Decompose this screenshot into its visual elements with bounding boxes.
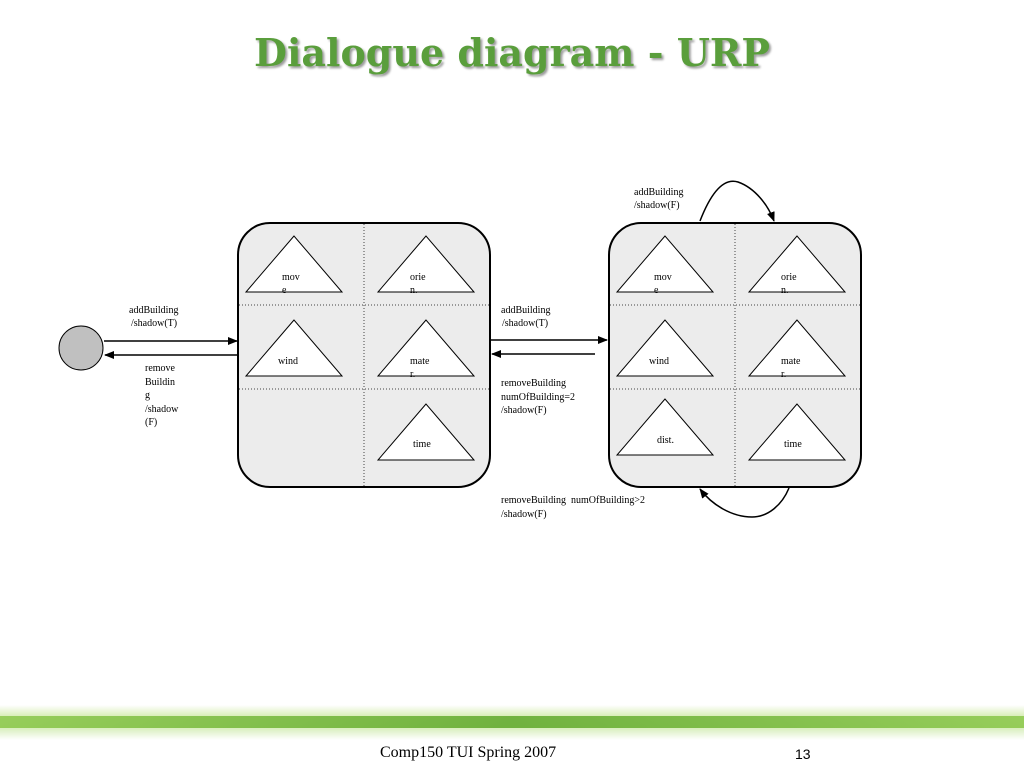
start-state [58,325,104,371]
svg-text:Buildin: Buildin [145,377,175,388]
state-1-time-cell: time [376,403,476,461]
triangle-shape [747,403,847,461]
svg-text:g: g [145,390,150,401]
cell-label: mate [410,356,430,367]
cell-label: mov [654,272,672,283]
cell-label: n. [781,285,789,296]
cell-label: mate [781,356,801,367]
svg-text:/shadow: /shadow [145,404,179,415]
state-2-move-cell: mov e [615,235,715,296]
cell-label: orie [410,272,426,283]
svg-text:/shadow(T): /shadow(T) [502,318,548,329]
svg-text:/shadow(F): /shadow(F) [634,200,680,211]
transition-mid-add-label: addBuilding /shadow(T) [501,305,550,329]
triangle-shape [376,403,476,461]
state-2-mater-cell: mate r. [747,319,847,380]
triangle-shape [244,235,344,293]
svg-text:numOfBuilding=2: numOfBuilding=2 [501,392,575,403]
transition-start-add-label: addBuilding /shadow(T) [129,305,178,329]
cell-label: wind [278,356,298,367]
slide-title: Dialogue diagram - URP [254,30,770,75]
state-2: mov e orie n. wind mate r. dist. time [608,222,862,488]
svg-text:/shadow(F): /shadow(F) [501,509,547,520]
svg-text:/shadow(T): /shadow(T) [131,318,177,329]
triangle-shape [615,235,715,293]
svg-text:remove: remove [145,363,176,374]
cell-label: mov [282,272,300,283]
footer-course: Comp150 TUI Spring 2007 [380,744,557,761]
triangle-shape [376,235,476,293]
svg-text:removeBuilding: removeBuilding [501,378,566,389]
transition-start-remove-label: remove Buildin g /shadow (F) [145,363,179,428]
transition-loop-top-arrow [699,180,775,222]
triangle-shape [376,319,476,377]
cell-label: wind [649,356,669,367]
triangle-shape [615,398,715,456]
cell-label: time [413,439,431,450]
svg-text:/shadow(F): /shadow(F) [501,405,547,416]
cell-label: n. [410,285,418,296]
state-1-mater-cell: mate r. [376,319,476,380]
state-1-move-cell: mov e [244,235,344,296]
transition-loop-bottom-arrow [699,487,790,518]
cell-label: e [654,285,659,296]
state-1: mov e orie n. wind mate r. time [237,222,491,488]
dialogue-diagram: mov e orie n. wind mate r. time mov [58,180,862,520]
state-1-wind-cell: wind [244,319,344,377]
triangle-shape [747,319,847,377]
transition-loop-bottom-label: removeBuilding numOfBuilding>2 /shadow(F… [501,495,645,520]
state-2-time-cell: time [747,403,847,461]
svg-text:addBuilding: addBuilding [129,305,178,316]
state-2-wind-cell: wind [615,319,715,377]
cell-label: time [784,439,802,450]
cell-label: dist. [657,435,674,446]
transition-loop-top-label: addBuilding /shadow(F) [634,187,683,211]
cell-label: r. [410,369,415,380]
triangle-shape [244,319,344,377]
footer-band-dark [0,716,1024,728]
triangle-shape [747,235,847,293]
transition-mid-remove-label: removeBuilding numOfBuilding=2 /shadow(F… [501,378,575,416]
cell-label: e [282,285,287,296]
triangle-shape [615,319,715,377]
cell-label: orie [781,272,797,283]
svg-text:addBuilding: addBuilding [501,305,550,316]
page-number: 13 [795,746,811,762]
cell-label: r. [781,369,786,380]
svg-text:addBuilding: addBuilding [634,187,683,198]
state-2-orient-cell: orie n. [747,235,847,296]
svg-text:removeBuilding numOfBuilding>: removeBuilding numOfBuilding>2 [501,495,645,506]
state-1-orient-cell: orie n. [376,235,476,296]
footer-band-fade [0,728,1024,740]
svg-text:(F): (F) [145,417,157,428]
state-2-dist-cell: dist. [615,398,715,456]
